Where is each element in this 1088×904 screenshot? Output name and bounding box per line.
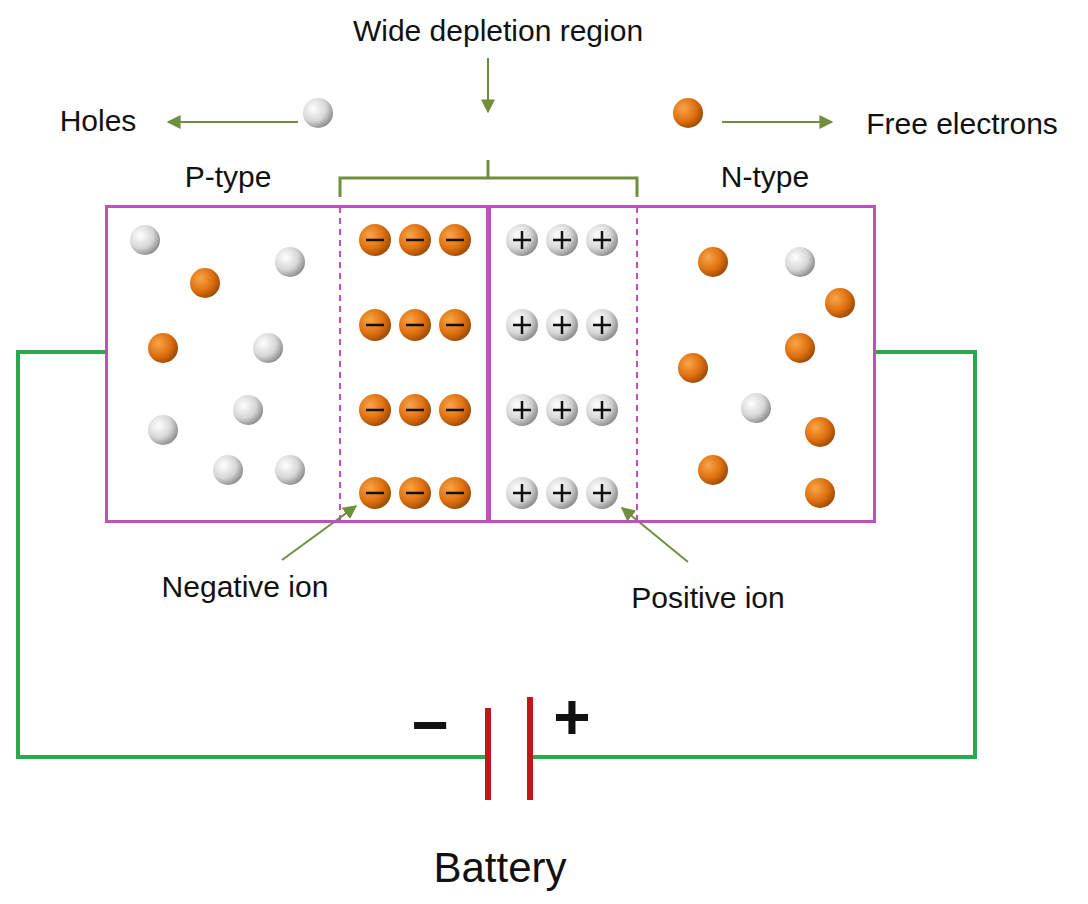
hole <box>275 455 305 485</box>
charge-carriers <box>130 225 855 508</box>
free-electron <box>805 417 835 447</box>
hole <box>213 455 243 485</box>
negative-ion <box>439 394 471 426</box>
negative-ion <box>399 224 431 256</box>
circuit-wire <box>620 352 975 757</box>
negative-ion <box>399 477 431 509</box>
hole <box>275 247 305 277</box>
free-electron <box>190 268 220 298</box>
negative-ion <box>399 394 431 426</box>
free-electron <box>825 288 855 318</box>
region-callout: Wide depletion region <box>353 14 643 47</box>
legend-label: Holes <box>60 104 137 137</box>
negative-ion <box>439 224 471 256</box>
positive-ion <box>546 309 578 341</box>
leader-arrow <box>622 508 688 562</box>
free-electron <box>148 333 178 363</box>
free-electron <box>785 333 815 363</box>
leader-arrow <box>487 58 489 112</box>
positive-ion <box>546 224 578 256</box>
hole <box>741 393 771 423</box>
negative-ion <box>439 477 471 509</box>
electron-sample <box>673 98 703 128</box>
positive-ion <box>506 477 538 509</box>
positive-ion <box>546 394 578 426</box>
negative-ion <box>359 394 391 426</box>
depletion-edge <box>339 207 341 521</box>
hole <box>148 415 178 445</box>
free-electron <box>678 353 708 383</box>
depletion-brace <box>340 160 637 197</box>
negative-ion <box>359 309 391 341</box>
hole <box>253 333 283 363</box>
leader-arrow <box>282 506 356 560</box>
region-label: P-type <box>185 160 272 193</box>
p-type-region: P-type <box>105 205 489 523</box>
circuit-wire <box>18 352 390 757</box>
negative-ion <box>399 309 431 341</box>
battery-plus-sign: + <box>553 682 590 752</box>
hole <box>785 247 815 277</box>
free-electron <box>698 247 728 277</box>
ion-callout: Negative ion <box>162 570 329 603</box>
positive-ion <box>586 394 618 426</box>
negative-ion <box>439 309 471 341</box>
leader-arrow <box>168 121 298 123</box>
region-label: N-type <box>721 160 809 193</box>
battery-label: Battery <box>433 845 566 891</box>
depletion-edge <box>636 207 638 521</box>
hole <box>233 395 263 425</box>
leader-arrow <box>722 121 832 123</box>
n-type-region: N-type <box>488 205 876 523</box>
negative-ion <box>359 224 391 256</box>
hole <box>130 225 160 255</box>
positive-ion <box>506 394 538 426</box>
free-electron <box>698 455 728 485</box>
free-electron <box>805 478 835 508</box>
positive-ion <box>506 309 538 341</box>
positive-ion <box>586 477 618 509</box>
battery: − + Battery <box>390 680 620 895</box>
battery-minus-sign: − <box>411 690 448 760</box>
ion-callout: Positive ion <box>631 581 784 614</box>
positive-ion <box>546 477 578 509</box>
positive-ion <box>586 224 618 256</box>
negative-ion <box>359 477 391 509</box>
positive-ion <box>586 309 618 341</box>
hole-sample <box>303 98 333 128</box>
legend-label: Free electrons <box>866 107 1058 140</box>
positive-ion <box>506 224 538 256</box>
